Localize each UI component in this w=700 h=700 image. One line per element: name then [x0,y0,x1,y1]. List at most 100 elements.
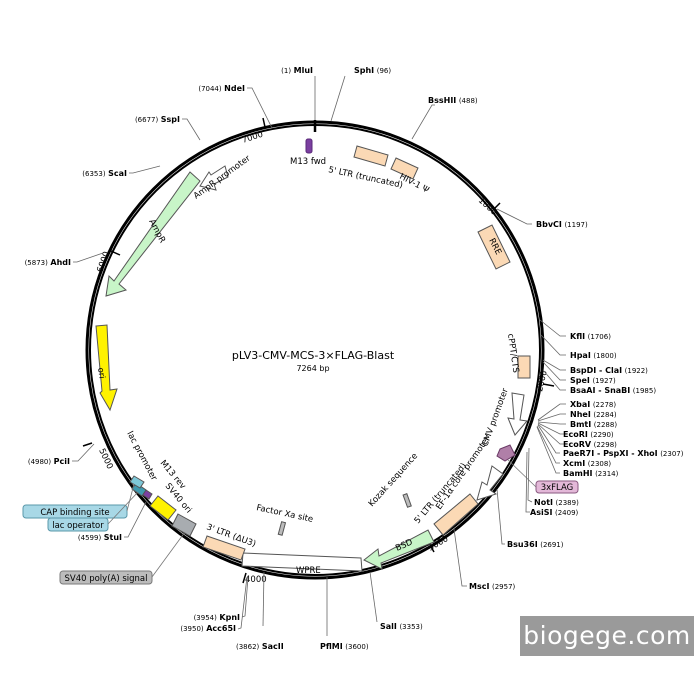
label-m13fwd: M13 fwd [290,157,326,167]
site-pos: (2314) [595,470,619,478]
site-pos: (2278) [593,401,617,409]
callouts: 3xFLAG CAP binding site lac operator SV4… [22,459,579,585]
site-name: XbaI [570,400,590,409]
site-bmti: BmtI (2288) [570,420,617,429]
feature-3xflag [496,444,516,462]
plasmid-name: pLV3-CMV-MCS-3×FLAG-Blast [232,349,395,362]
site-name: BsaAI - SnaBI [570,386,630,395]
feature-factorxa [277,521,287,536]
site-pos: (3954) [194,614,218,622]
site-pos: (3862) [236,643,260,651]
feature-hiv1-psi [390,157,419,180]
site-msci: MscI (2957) [469,582,516,591]
site-name: SspI [161,115,180,124]
label-wpre: WPRE [296,566,321,576]
site-name: PaeR7I - PspXI - XhoI [563,449,658,458]
site-ahdi: (5873) AhdI [25,258,71,267]
feature-sv40-ori [149,495,177,521]
feature-wpre [241,552,363,572]
site-name: HpaI [570,351,591,360]
site-pos: (1800) [593,352,617,360]
tick-4000: 4000 [245,575,267,585]
site-sacii: (3862) SacII [236,642,284,651]
site-pos: (2691) [540,541,564,549]
label-lac-promoter: lac promoter [124,430,159,483]
site-nhei: NheI (2284) [570,410,617,419]
feature-kozak [402,493,412,508]
bp-ticks [82,117,555,584]
site-pos: (488) [459,97,478,105]
site-sphi: SphI (96) [354,66,391,75]
site-name: NheI [570,410,591,419]
site-kpni: (3954) KpnI [194,613,240,622]
site-pflmi: PflMI (3600) [320,642,369,651]
site-pos: (1) [281,67,291,75]
site-name: PflMI [320,642,343,651]
site-pos: (2298) [594,441,618,449]
label-kozak: Kozak sequence [367,451,420,509]
site-bspdi: BspDI - ClaI (1922) [570,366,648,375]
label-factorxa: Factor Xa site [255,503,314,525]
feature-ori [95,324,118,412]
site-asisi: AsiSI (2409) [530,508,579,517]
site-bsshii: BssHII (488) [428,96,478,105]
site-name: KpnI [219,613,240,622]
site-pos: (6677) [135,116,159,124]
site-xbai: XbaI (2278) [570,400,616,409]
site-xcmi: XcmI (2308) [563,459,611,468]
site-pos: (96) [377,67,392,75]
site-name: KflI [570,332,585,341]
site-name: NotI [534,498,553,507]
site-name: XcmI [563,459,585,468]
site-name: BssHII [428,96,456,105]
site-ecori: EcoRI (2290) [563,430,614,439]
feature-m13fwd [305,138,313,154]
site-pcii: (4980) PciI [28,457,70,466]
site-name: SphI [354,66,374,75]
site-pos: (2389) [556,499,580,507]
label-cppt: cPPT/CTS [505,333,520,374]
site-acc65i: (3950) Acc65I [180,624,236,633]
feature-bsd [363,529,435,570]
site-name: BamHI [563,469,593,478]
site-bsu36i: Bsu36I (2691) [507,540,564,549]
site-name: BmtI [570,420,591,429]
label-ori: ori [95,367,106,379]
site-name: SalI [380,622,397,631]
site-pos: (1197) [564,221,588,229]
site-ndei: (7044) NdeI [198,84,245,93]
label-lac-operator: lac operator [52,521,104,531]
label-3xflag: 3xFLAG [541,483,574,493]
feature-cppt [517,355,531,379]
site-labels: (1) MluI SphI (96) BssHII (488) BbvCI (1… [25,66,684,651]
site-sspi: (6677) SspI [135,115,180,124]
site-pos: (2409) [555,509,579,517]
site-name: AsiSI [530,508,552,517]
site-name: AhdI [50,258,71,267]
bp-tick-labels: 1000 2000 3000 4000 5000 6000 7000 [95,130,549,585]
site-pos: (1706) [588,333,612,341]
plasmid-size: 7264 bp [296,364,329,373]
site-pos: (3353) [399,623,423,631]
feature-ampr [105,171,201,297]
site-scai: (6353) ScaI [82,169,127,178]
site-name: EcoRI [563,430,588,439]
site-name: StuI [104,533,122,542]
site-sali: SalI (3353) [380,622,423,631]
site-pos: (4599) [78,534,102,542]
feature-sv40-polya [171,513,197,537]
site-name: NdeI [224,84,245,93]
site-pos: (6353) [82,170,106,178]
site-stui: (4599) StuI [78,533,122,542]
site-pos: (3950) [180,625,204,633]
site-pos: (2957) [492,583,516,591]
site-name: PciI [54,457,70,466]
site-name: BspDI - ClaI [570,366,622,375]
site-name: Bsu36I [507,540,538,549]
site-pos: (2308) [588,460,612,468]
site-ecorv: EcoRV (2298) [563,440,617,449]
site-pos: (2307) [660,450,684,458]
watermark: biogege.com [520,616,694,656]
label-sv40-polya: SV40 poly(A) signal [64,574,147,584]
